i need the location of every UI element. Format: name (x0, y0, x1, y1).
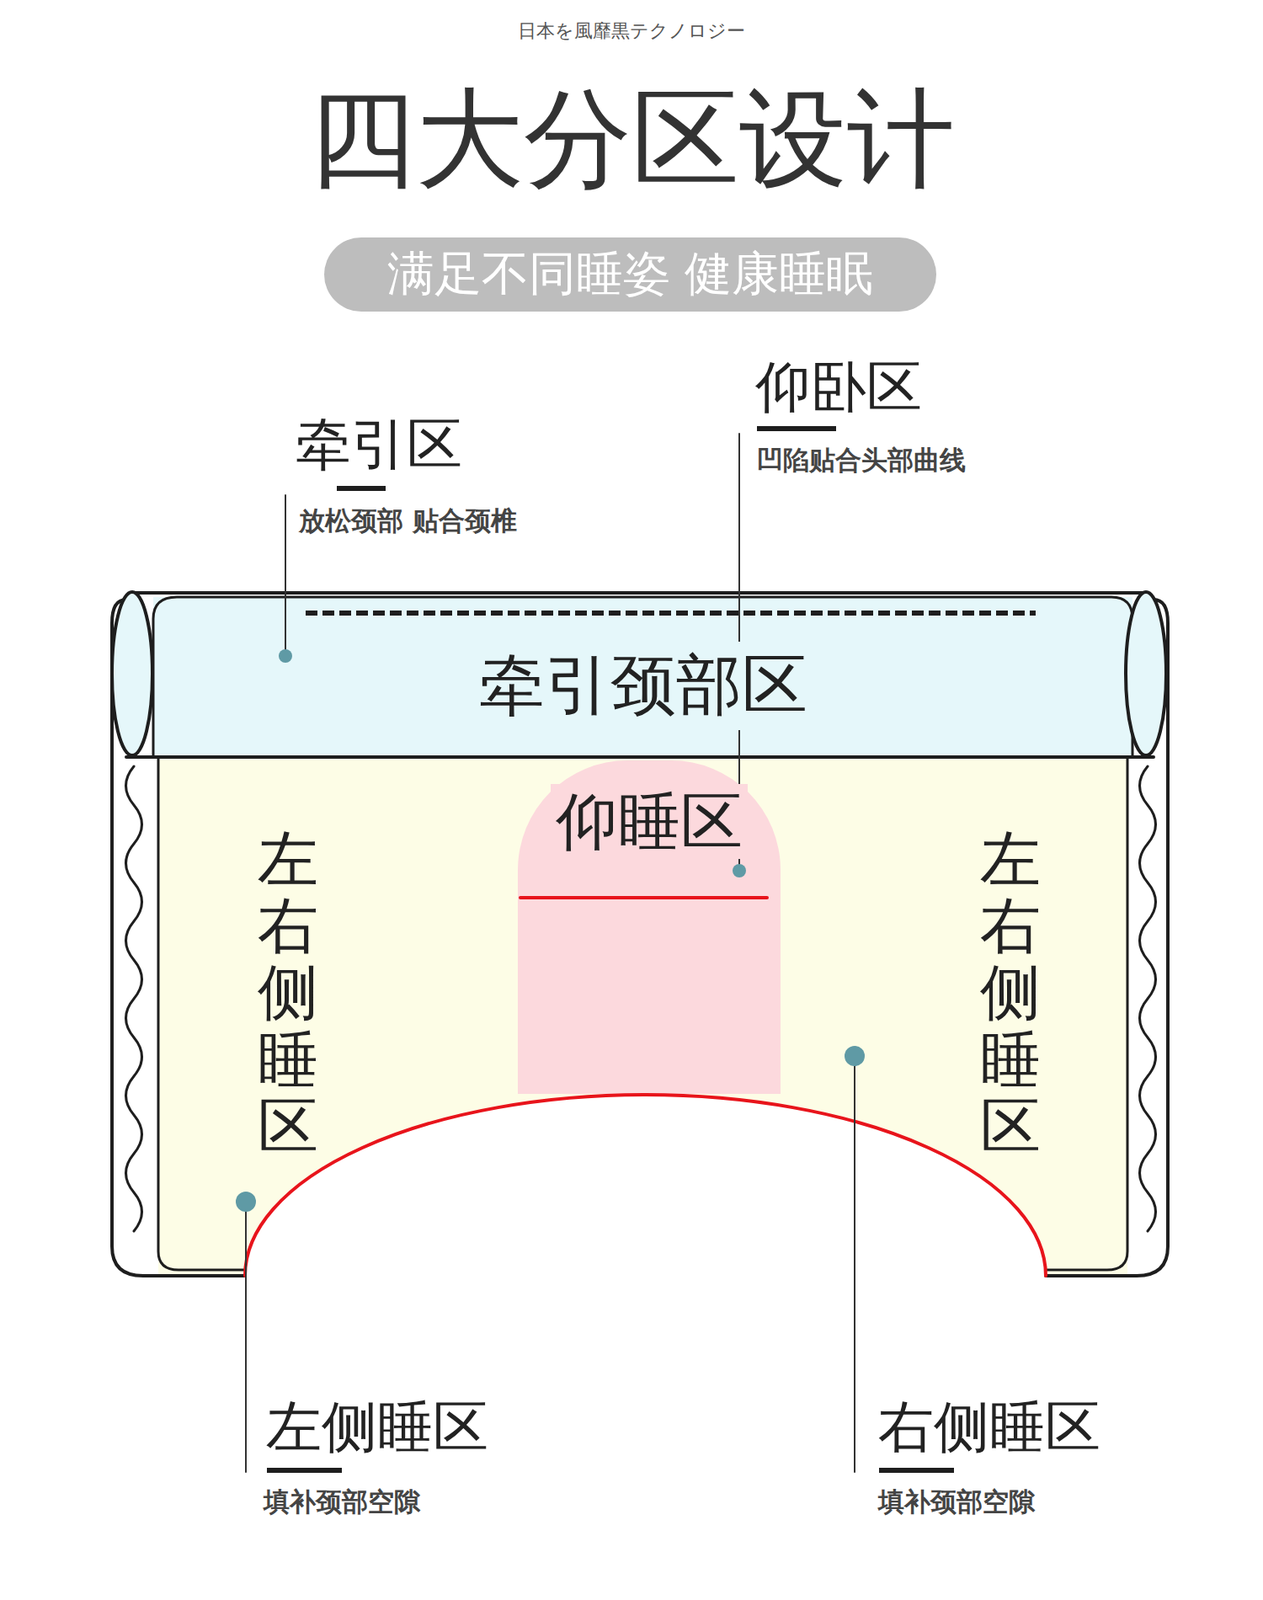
pillow-outline (132, 591, 1146, 595)
header-note: 日本を風靡黒テクノロジー (0, 20, 1263, 43)
subtitle-text: 满足不同睡姿 健康睡眠 (387, 242, 874, 307)
pillow-roll (1125, 591, 1167, 756)
inner-outline (158, 756, 246, 1270)
zone-name: 左右侧睡区 (257, 826, 319, 1160)
band-outline (153, 596, 1133, 757)
wavy-edge (1140, 766, 1157, 1232)
leader-line (284, 495, 287, 656)
zone-name: 仰睡区 (550, 783, 748, 859)
title-underline (266, 1467, 342, 1473)
zone-title: 牵引区 (295, 410, 463, 478)
leader-line (738, 433, 741, 871)
title-underline (756, 426, 837, 432)
title-underline (336, 485, 386, 491)
wavy-edge (126, 766, 143, 1232)
page-title: 四大分区设计 (0, 74, 1263, 204)
supine-region: 仰睡区 (517, 760, 781, 1094)
zone-note: 凹陷贴合头部曲线 (756, 444, 966, 476)
stitch-line (305, 610, 1036, 616)
zone-title: 右侧睡区 (878, 1393, 1101, 1461)
zone-title: 仰卧区 (755, 353, 922, 421)
leader-dot (278, 649, 293, 663)
traction-band: 牵引颈部区 (153, 596, 1133, 757)
pillow-roll (111, 591, 153, 756)
leader-line (853, 1055, 856, 1472)
leader-dot (732, 863, 747, 878)
zone-name: 牵引颈部区 (474, 641, 813, 731)
title-underline (879, 1467, 954, 1473)
neck-curve (245, 1094, 1046, 1276)
leader-dot (844, 1045, 865, 1066)
leader-dot (235, 1191, 256, 1212)
region-shape (158, 756, 1128, 1276)
zone-note: 放松颈部 贴合颈椎 (298, 505, 517, 537)
zone-note: 填补颈部空隙 (878, 1486, 1035, 1518)
supine-marker (520, 895, 768, 900)
zone-name: 左右侧睡区 (980, 826, 1041, 1160)
leader-line (245, 1201, 247, 1472)
zone-title: 左侧睡区 (266, 1393, 489, 1461)
band-outline (126, 755, 1154, 759)
zone-note: 填补颈部空隙 (263, 1486, 421, 1518)
inner-outline (1045, 756, 1128, 1270)
side-sleep-region: 左右侧睡区 左右侧睡区 仰睡区 (158, 756, 1128, 1276)
subtitle-pill: 满足不同睡姿 健康睡眠 (324, 237, 937, 312)
